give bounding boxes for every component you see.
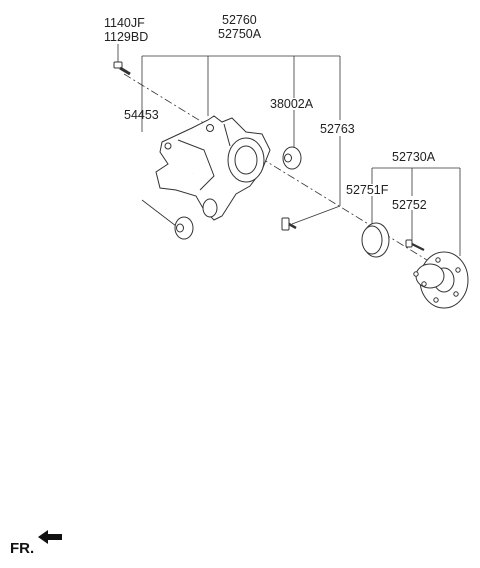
bolt-code-label-2: 1129BD bbox=[104, 30, 149, 44]
lower-bolt-part bbox=[281, 217, 297, 231]
hub-assembly-part bbox=[413, 251, 469, 309]
hub-bolt-part bbox=[405, 239, 425, 251]
knuckle-code-label-1: 52760 bbox=[222, 13, 257, 27]
lower-bolt-label: 52763 bbox=[320, 122, 355, 136]
cover-part bbox=[361, 222, 390, 258]
lower-bushing-part bbox=[174, 216, 194, 240]
front-arrow-icon bbox=[38, 530, 62, 544]
lower-bushing-label: 54453 bbox=[124, 108, 159, 122]
upper-bushing-part bbox=[282, 146, 302, 170]
hub-assembly-label: 52730A bbox=[392, 150, 436, 164]
cover-label: 52751F bbox=[346, 183, 389, 197]
knuckle-part bbox=[155, 115, 271, 221]
knuckle-code-label-2: 52750A bbox=[218, 27, 262, 41]
front-direction-label: FR. bbox=[10, 540, 35, 557]
bolt-part bbox=[113, 61, 131, 76]
leader-lines bbox=[117, 44, 461, 256]
upper-bushing-label: 38002A bbox=[270, 97, 314, 111]
bolt-code-label-1: 1140JF bbox=[104, 16, 145, 30]
hub-bolt-label: 52752 bbox=[392, 198, 427, 212]
